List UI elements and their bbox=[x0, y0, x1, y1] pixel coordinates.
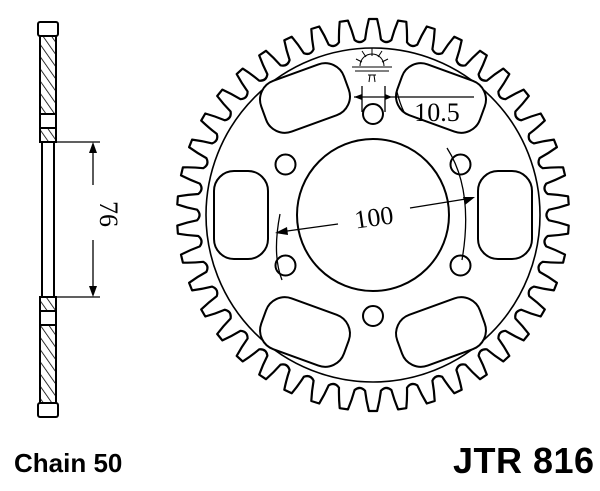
bolt-hole bbox=[449, 153, 472, 176]
profile-hub-bottom-hatch bbox=[39, 296, 57, 312]
profile-bottom-cap bbox=[37, 402, 59, 418]
bolt-hole bbox=[274, 254, 297, 277]
thickness-dimension bbox=[56, 141, 100, 298]
bolt-hole-dimension bbox=[354, 86, 474, 113]
lightening-windows bbox=[213, 62, 533, 368]
lightening-window bbox=[213, 170, 269, 260]
side-profile bbox=[37, 21, 59, 418]
bolt-holes bbox=[274, 103, 472, 327]
chain-caption: Chain 50 bbox=[14, 448, 123, 478]
lightening-window bbox=[259, 296, 351, 368]
lightening-window bbox=[395, 296, 487, 368]
bolt-hole bbox=[274, 153, 297, 176]
part-number: JTR 816 bbox=[453, 440, 595, 481]
profile-top-cap bbox=[37, 21, 59, 37]
lightening-window bbox=[395, 62, 487, 134]
sun-logo-icon bbox=[352, 48, 392, 83]
bolt-circle-label: 100 bbox=[353, 200, 396, 234]
profile-body bbox=[41, 141, 55, 298]
lightening-window bbox=[259, 62, 351, 134]
sprocket-face bbox=[176, 17, 570, 413]
bolt-hole bbox=[449, 254, 472, 277]
bolt-hole-label: 10.5 bbox=[414, 98, 460, 127]
profile-upper-gap bbox=[39, 113, 57, 129]
thickness-label: 76 bbox=[94, 201, 123, 227]
profile-hub-top-hatch bbox=[39, 127, 57, 143]
bolt-hole bbox=[362, 305, 384, 327]
bolt-hole bbox=[362, 103, 384, 125]
profile-lower-gap bbox=[39, 310, 57, 326]
profile-lower-hatch bbox=[39, 324, 57, 404]
lightening-window bbox=[477, 170, 533, 260]
bolt-circle-dimension bbox=[275, 147, 475, 281]
profile-upper-hatch bbox=[39, 35, 57, 115]
root-circle bbox=[205, 47, 541, 383]
center-bore bbox=[296, 138, 450, 292]
